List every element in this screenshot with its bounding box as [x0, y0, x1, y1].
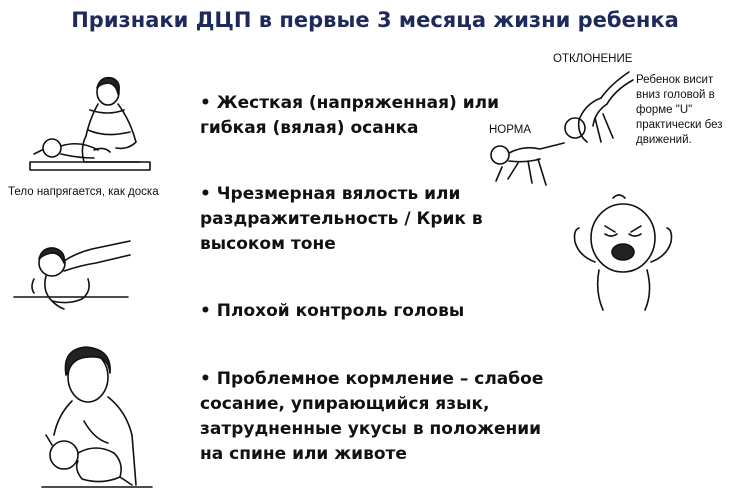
caption-board: Тело напрягается, как доска	[8, 186, 159, 198]
bullet-feeding: • Проблемное кормление – слабое сосание,…	[200, 367, 545, 467]
caption-line: вниз головой в	[636, 89, 715, 101]
caption-deviation: ОТКЛОНЕНИЕ	[553, 53, 633, 65]
caption-line: движений.	[636, 134, 692, 146]
bullet-line: сосание, упирающийся язык,	[200, 394, 490, 414]
head-support-illustration	[13, 240, 131, 310]
bullet-irritability: • Чрезмерная вялость или раздражительнос…	[200, 182, 545, 257]
u-shape-baby-illustration	[564, 71, 634, 143]
bullet-line: гибкая (вялая) осанка	[200, 118, 419, 138]
breastfeeding-illustration	[41, 346, 153, 488]
bullet-posture: • Жесткая (напряженная) или гибкая (вяла…	[200, 91, 545, 141]
bullet-line: • Проблемное кормление – слабое	[200, 369, 544, 389]
bullet-line: затрудненные укусы в положении	[200, 419, 542, 439]
caption-line: практически без	[636, 119, 723, 131]
bullet-line: • Плохой контроль головы	[200, 301, 465, 321]
bullet-line: высоком тоне	[200, 234, 336, 254]
bullet-line: раздражительность / Крик в	[200, 209, 483, 229]
bullet-head-control: • Плохой контроль головы	[200, 299, 545, 324]
crying-baby-illustration	[573, 194, 673, 311]
normal-baby-illustration	[490, 142, 565, 186]
caption-norm: НОРМА	[489, 124, 532, 136]
bullet-line: • Жесткая (напряженная) или	[200, 93, 500, 113]
page-title: Признаки ДЦП в первые 3 месяца жизни реб…	[71, 8, 679, 32]
mother-stiff-baby-illustration	[29, 76, 151, 171]
caption-u-shape: Ребенок висит вниз головой в форме "U" п…	[636, 73, 723, 148]
bullet-line: на спине или животе	[200, 444, 407, 464]
caption-line: форме "U"	[636, 104, 693, 116]
caption-line: Ребенок висит	[636, 74, 714, 86]
bullet-line: • Чрезмерная вялость или	[200, 184, 461, 204]
